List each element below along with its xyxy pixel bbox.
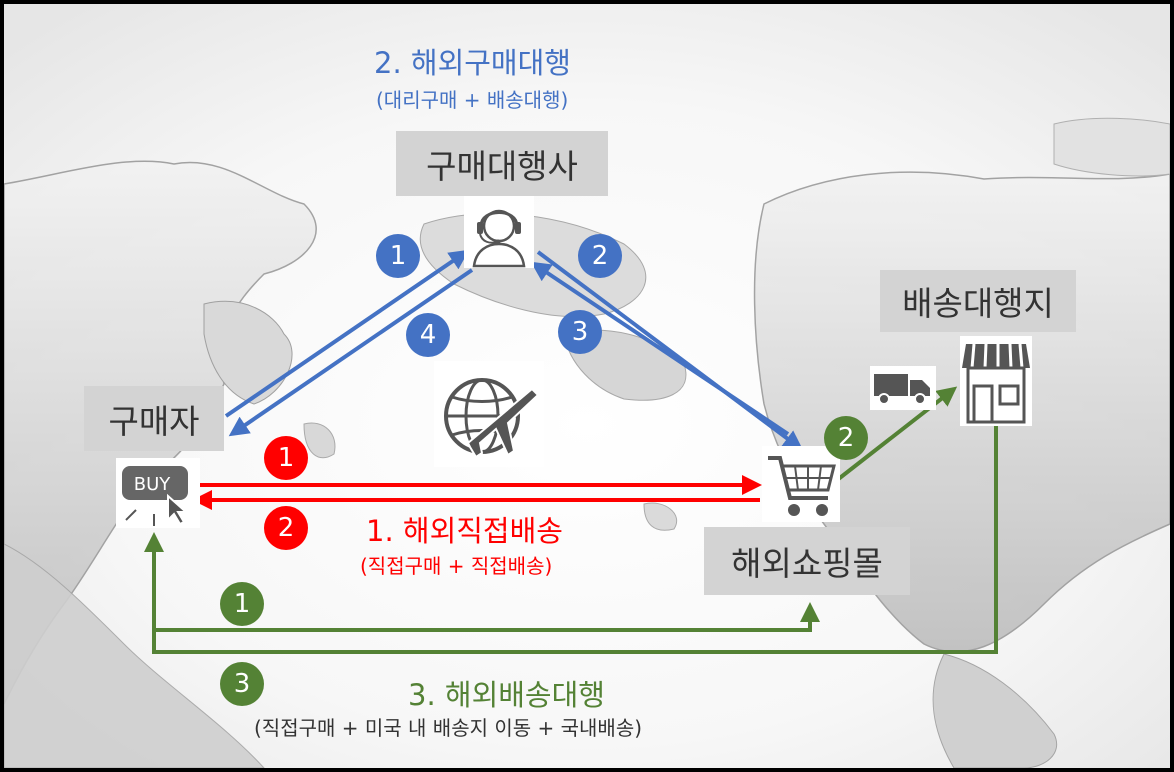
red-step-badge-1: 1 [264, 436, 308, 480]
purchase-agency-flow [224, 249, 804, 451]
diagram-frame: BUY 구매대행사 구매자 해외쇼핑몰 배송대행지 2. 해외구매대행 (대리구… [4, 4, 1170, 768]
green-step-badge-1: 1 [220, 582, 264, 626]
blue-arrow-agency-to-mall [536, 250, 804, 451]
blue-step-badge-3: 3 [558, 310, 602, 354]
blue-step-badge-1: 1 [376, 234, 420, 278]
purchase-agency-node: 구매대행사 [396, 131, 608, 196]
shopping-cart-icon [762, 446, 840, 522]
blue-step-badge-4: 4 [406, 313, 450, 357]
headset-agent-icon [464, 196, 534, 268]
direct-delivery-flow [192, 475, 762, 510]
shipping-forwarder-node: 배송대행지 [880, 270, 1076, 332]
direct-delivery-title: 1. 해외직접배송 [366, 514, 563, 548]
buyer-node: 구매자 [84, 386, 224, 451]
green-step-badge-3: 3 [220, 662, 264, 706]
blue-arrow-mall-to-agency [530, 261, 790, 436]
shipping-agency-subtitle: (직접구매 + 미국 내 배송지 이동 + 국내배송) [254, 716, 643, 740]
storefront-icon [960, 336, 1032, 426]
blue-arrow-buyer-to-agency [224, 249, 470, 418]
overseas-mall-node: 해외쇼핑몰 [704, 527, 910, 595]
globe-airplane-icon [434, 361, 544, 467]
purchase-agency-subtitle: (대리구매 + 배송대행) [376, 88, 569, 112]
red-step-badge-2: 2 [264, 506, 308, 550]
blue-arrow-agency-to-buyer [228, 268, 474, 437]
green-arrow-forwarder-to-buyer [144, 426, 998, 654]
blue-step-badge-2: 2 [578, 234, 622, 278]
direct-delivery-subtitle: (직접구매 + 직접배송) [360, 554, 553, 578]
purchase-agency-title: 2. 해외구매대행 [374, 46, 571, 80]
buy-label: BUY [134, 474, 172, 495]
green-step-badge-2: 2 [824, 416, 868, 460]
buy-button-icon: BUY [116, 458, 200, 528]
delivery-truck-icon [870, 366, 936, 410]
shipping-agency-title: 3. 해외배송대행 [408, 678, 605, 712]
